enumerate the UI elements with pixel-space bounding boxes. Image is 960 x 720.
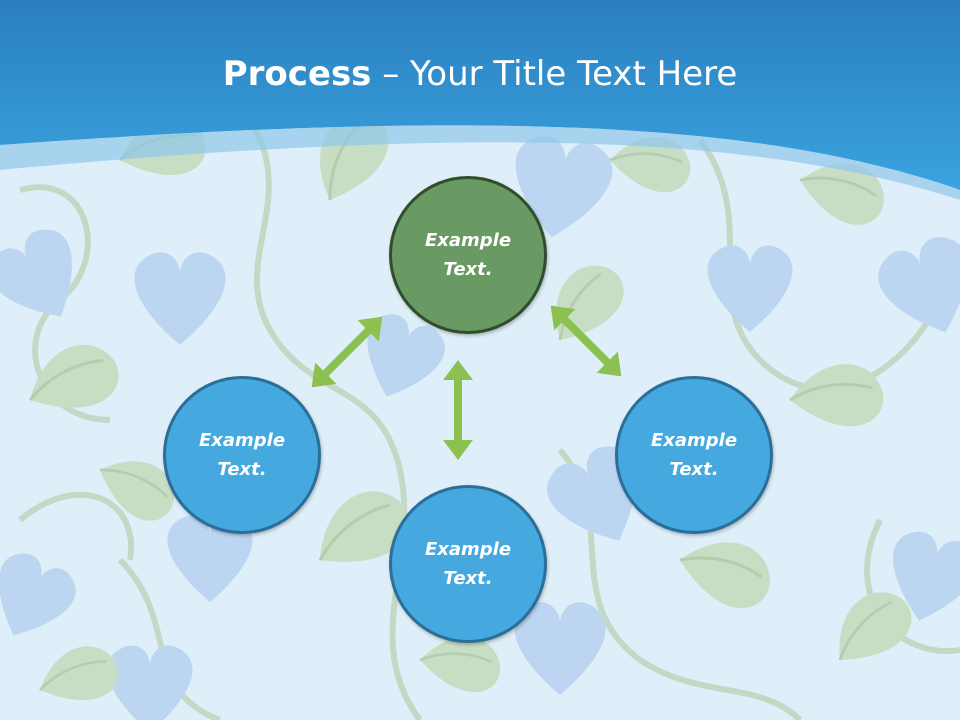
double-headed-arrow-icon xyxy=(550,305,622,377)
slide-title-rest: – Your Title Text Here xyxy=(371,54,738,94)
process-node-label: Example Text. xyxy=(198,430,286,480)
process-node-left[interactable]: Example Text. xyxy=(163,376,321,534)
process-node-label: Example Text. xyxy=(424,230,512,280)
double-headed-arrow-icon xyxy=(311,316,383,388)
slide-title-strong: Process xyxy=(222,54,372,94)
process-node-label: Example Text. xyxy=(424,539,512,589)
slide-title: Process – Your Title Text Here xyxy=(0,52,960,96)
process-node-bottom[interactable]: Example Text. xyxy=(389,485,547,643)
process-node-top[interactable]: Example Text. xyxy=(389,176,547,334)
process-node-label: Example Text. xyxy=(650,430,738,480)
process-node-right[interactable]: Example Text. xyxy=(615,376,773,534)
double-headed-arrow-icon xyxy=(443,360,473,460)
